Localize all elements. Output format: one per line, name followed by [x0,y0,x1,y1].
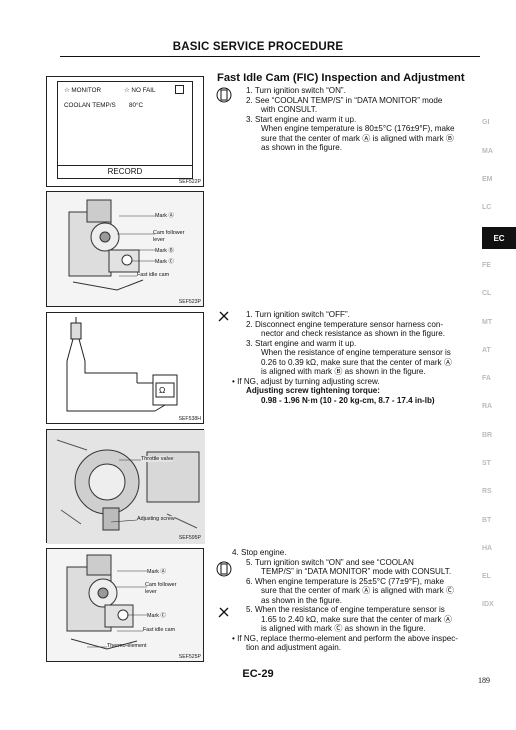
mark-a-label: Mark Ⓐ [147,569,166,575]
torque-heading: Adjusting screw tightening torque: [246,386,380,395]
cam-follower-label-2: lever [145,589,157,595]
figure-adjusting-screw: Throttle valve Adjusting screw SEF595P [46,429,205,544]
step-text: 1. Turn ignition switch “OFF”. [246,310,350,319]
cam-follower-label-2: lever [153,237,165,243]
mark-c-label: Mark Ⓒ [147,613,166,619]
side-index-idx[interactable]: IDX [482,601,494,608]
step-text: 1.65 to 2.40 kΩ, make sure that the cent… [261,614,452,624]
side-index-bt[interactable]: BT [482,517,492,524]
figure-code: SEF525P [178,654,201,660]
wrench-tools-icon [218,311,229,322]
step-text: tion and adjustment again. [246,643,341,652]
status-checkbox [175,85,184,94]
thermo-element-label: Thermo-element [107,643,147,649]
figure-code: SEF522P [178,179,201,185]
ohmmeter-diagram [66,317,178,412]
figure-resistance-check: Ω SEF538H [46,312,204,424]
side-index-lc[interactable]: LC [482,204,492,211]
mark-c-label: Mark Ⓒ [155,259,174,265]
step-text: with CONSULT. [261,105,318,114]
step-text: 3. Start engine and warm it up. [246,338,357,348]
step-text: 4. Stop engine. [232,548,287,557]
step-text: 2. See “COOLAN TEMP/S” in “DATA MONITOR”… [246,95,443,105]
throttle-illustration [47,430,205,544]
wrench-tools-icon [218,607,229,618]
step-text: nector and check resistance as shown in … [261,329,446,338]
step-text: 1. Turn ignition switch “ON”. [246,86,346,95]
side-index-at[interactable]: AT [482,347,491,354]
step-text: 6. When engine temperature is 25±5°C (77… [246,576,445,586]
step-text: sure that the center of mark Ⓐ is aligne… [261,133,454,143]
figure-cam-marks-cold: Mark Ⓐ Cam follower lever Mark Ⓒ Fast id… [46,548,204,662]
step-text: 0.26 to 0.39 kΩ, make sure that the cent… [261,357,452,367]
figure-cam-marks-warm: Mark Ⓐ Cam follower lever Mark Ⓑ Mark Ⓒ … [46,191,204,307]
figure-consult-monitor: ☆ MONITOR ☆ NO FAIL COOLAN TEMP/S 80°C R… [46,76,204,187]
side-index-cl[interactable]: CL [482,290,492,297]
cam-follower-label: Cam follower [145,582,177,588]
side-index-br[interactable]: BR [482,432,493,439]
page-number: 189 [478,676,490,685]
screen-divider [58,165,192,166]
coolant-label: COOLAN TEMP/S [64,102,116,109]
step-text: is aligned with mark Ⓒ as shown in the f… [261,624,426,633]
consult-tester-icon [216,87,232,103]
record-button: RECORD [107,167,143,176]
section-title: Fast Idle Cam (FIC) Inspection and Adjus… [217,72,465,84]
step-text: sure that the center of mark Ⓐ is aligne… [261,586,454,595]
fast-idle-cam-label: Fast idle cam [143,627,176,633]
side-index-ha[interactable]: HA [482,545,493,552]
side-index-rs[interactable]: RS [482,488,492,495]
step-text: When the resistance of engine temperatur… [261,348,451,357]
figure-code: SEF523P [178,299,201,305]
side-index-mt[interactable]: MT [482,319,493,326]
cam-follower-label: Cam follower [153,230,185,236]
step-text: as shown in the figure. [261,143,342,152]
step-text: • If NG, adjust by turning adjusting scr… [232,376,380,386]
side-index-ec-active[interactable]: EC [482,227,516,249]
side-index-fe[interactable]: FE [482,262,491,269]
monitor-screen: ☆ MONITOR ☆ NO FAIL COOLAN TEMP/S 80°C R… [57,81,193,179]
mark-b-label: Mark Ⓑ [155,248,174,254]
step-text: 5. Turn ignition switch “ON” and see “CO… [246,557,414,567]
coolant-value: 80°C [129,102,144,109]
throttle-valve-label: Throttle valve [141,456,174,462]
step-text: as shown in the figure. [261,595,342,605]
monitor-label: ☆ MONITOR [64,87,102,94]
page-code: EC-29 [242,668,274,680]
engine-illustration [66,554,147,650]
step-text: When engine temperature is 80±5°C (176±9… [261,124,455,133]
side-index-em[interactable]: EM [482,176,493,183]
step-text: • If NG, replace thermo-element and perf… [232,633,458,643]
engine-illustration [68,199,155,291]
torque-value: 0.98 - 1.96 N·m (10 - 20 kg-cm, 8.7 - 17… [261,396,435,405]
step-text: 3. Start engine and warm it up. [246,114,357,124]
page-header-title: BASIC SERVICE PROCEDURE [172,41,344,53]
fast-idle-cam-label: Fast idle cam [137,272,170,278]
ohm-symbol: Ω [159,385,166,395]
side-index-ma[interactable]: MA [482,148,493,155]
side-index-gi[interactable]: GI [482,119,490,126]
mark-a-label: Mark Ⓐ [155,213,174,219]
side-index-fa[interactable]: FA [482,375,491,382]
step-text: 2. Disconnect engine temperature sensor … [246,319,444,329]
side-index-ra[interactable]: RA [482,403,493,410]
no-fail-label: ☆ NO FAIL [124,87,156,94]
figure-code: SEF538H [178,416,202,422]
step-text: TEMP/S” in “DATA MONITOR” mode with CONS… [261,567,452,576]
figure-code: SEF595P [178,535,201,541]
step-text: is aligned with mark Ⓑ as shown in the f… [261,367,426,376]
side-index-el[interactable]: EL [482,573,491,580]
consult-tester-icon [216,561,232,577]
header-rule [60,56,480,57]
step-text: 5. When the resistance of engine tempera… [246,605,445,614]
adjusting-screw-label: Adjusting screw [137,516,175,522]
side-index-st[interactable]: ST [482,460,491,467]
